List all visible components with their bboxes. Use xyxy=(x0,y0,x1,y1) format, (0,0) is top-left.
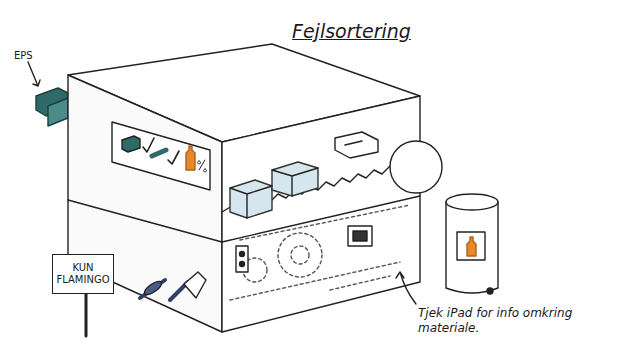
button-panel xyxy=(236,246,248,272)
face-divider xyxy=(68,200,222,242)
scoop xyxy=(184,272,206,298)
control-panel xyxy=(348,226,372,246)
machine-right-face xyxy=(222,96,420,332)
percent-symbol xyxy=(198,160,207,172)
pipe-icon xyxy=(152,150,166,156)
bin-edges xyxy=(230,168,318,218)
hatch-handle xyxy=(345,141,362,145)
check-mark xyxy=(143,138,154,152)
info-screen xyxy=(112,122,210,190)
button xyxy=(240,252,245,257)
note-text: Tjek iPad for info omkring materiale. xyxy=(418,306,618,336)
hatch-door xyxy=(335,132,378,158)
sign-text-wrap: KUN FLAMINGO xyxy=(53,262,113,286)
diagram-title: Fejlsortering xyxy=(292,20,422,42)
eps-icon xyxy=(122,136,140,152)
sign-text: KUN FLAMINGO xyxy=(53,262,113,286)
bin-label xyxy=(457,232,485,260)
button xyxy=(240,262,245,267)
bottle-icon xyxy=(467,237,476,256)
brush-head xyxy=(143,279,164,297)
internal-mechanism xyxy=(230,205,410,300)
bin-pedal xyxy=(487,288,493,294)
check-mark xyxy=(168,151,179,164)
bin-lid xyxy=(390,141,442,193)
eps-chute xyxy=(48,98,68,126)
panel-display xyxy=(353,231,367,241)
bin-rim xyxy=(446,194,498,210)
part-label: EPS xyxy=(14,50,44,61)
note-arrow xyxy=(396,272,416,304)
sign-post xyxy=(85,294,88,336)
bin-body xyxy=(446,202,498,293)
sign-board: KUN FLAMINGO xyxy=(52,254,114,294)
sorting-bins xyxy=(230,162,318,218)
bottle-icon xyxy=(186,146,195,170)
eps-arrow xyxy=(28,62,40,86)
